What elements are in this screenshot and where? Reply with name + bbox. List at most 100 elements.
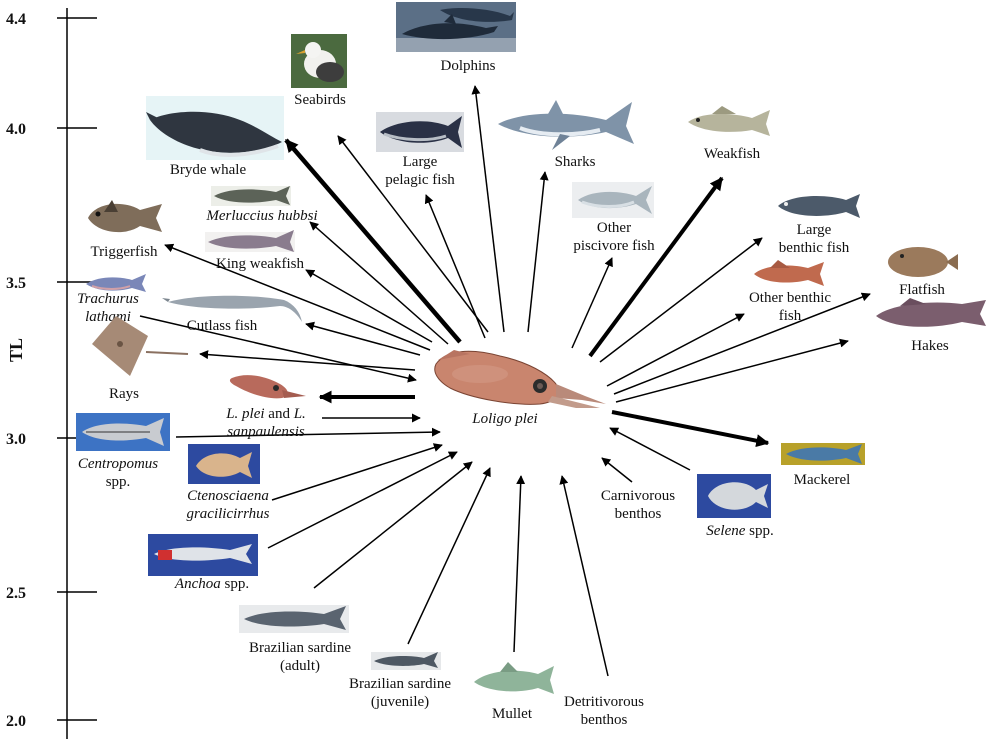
trachurus-image xyxy=(86,274,146,292)
predator-arrows xyxy=(164,85,871,448)
node-flatfish: Flatfish xyxy=(888,247,958,298)
axis-tick-label: 3.0 xyxy=(6,431,26,448)
sardine-adult-label-2: (adult) xyxy=(280,658,320,674)
merluccius-label: Merluccius hubbsi xyxy=(205,208,317,224)
node-sharks: Sharks xyxy=(498,100,634,170)
node-centropomus: Centropomus spp. xyxy=(76,413,170,490)
selene-label: Selene spp. xyxy=(706,523,773,539)
large-benthic-label-2: benthic fish xyxy=(779,240,850,256)
mullet-label: Mullet xyxy=(492,706,533,722)
arrow-to-king-weakfish xyxy=(305,269,433,343)
arrow-to-sharks xyxy=(527,171,549,333)
node-seabirds: Seabirds xyxy=(291,34,347,108)
anchoa-genus: Anchoa xyxy=(174,576,221,592)
node-ctenosciaena: Ctenosciaena gracilicirrhus xyxy=(186,444,270,522)
ctenosciaena-label-1: Ctenosciaena xyxy=(187,488,269,504)
arrow-from-carnivorous-benthos xyxy=(601,457,633,483)
node-selene: Selene spp. xyxy=(697,474,774,539)
hakes-label: Hakes xyxy=(911,338,949,354)
prey-arrows xyxy=(139,315,691,677)
node-l-plei-sanpaulensis: L. plei and L. sanpaulensis xyxy=(225,375,306,440)
ctenosciaena-image xyxy=(188,444,260,484)
arrow-to-hakes xyxy=(615,338,849,403)
king-weakfish-label: King weakfish xyxy=(216,256,304,272)
node-weakfish: Weakfish xyxy=(688,106,770,162)
arrow-from-sardine-juvenile xyxy=(407,467,491,645)
node-rays: Rays xyxy=(92,316,189,402)
king-weakfish-image xyxy=(205,230,295,252)
seabirds-image xyxy=(291,34,347,88)
node-merluccius-hubbsi: Merluccius hubbsi xyxy=(205,186,318,224)
arrow-to-other-piscivore xyxy=(571,257,613,349)
seabirds-label: Seabirds xyxy=(294,92,346,108)
sardine-juvenile-label-1: Brazilian sardine xyxy=(349,676,451,692)
arrow-from-trachurus xyxy=(139,315,417,383)
other-benthic-label-2: fish xyxy=(779,308,802,324)
cutlass-fish-label: Cutlass fish xyxy=(187,318,258,334)
node-other-benthic-fish: Other benthic fish xyxy=(749,260,831,324)
arrow-to-dolphins xyxy=(471,85,505,333)
merluccius-image xyxy=(211,186,291,206)
flatfish-image xyxy=(888,247,958,277)
node-carnivorous-benthos: Carnivorous benthos xyxy=(601,488,675,522)
node-mackerel: Mackerel xyxy=(781,443,865,488)
flatfish-label: Flatfish xyxy=(899,282,945,298)
arrow-from-detritivorous-benthos xyxy=(559,475,609,677)
tl-axis: 4.4 4.0 3.5 3.0 2.5 2.0 TL xyxy=(6,8,97,739)
l-plei-label-2: sanpaulensis xyxy=(227,424,305,440)
arrow-from-selene xyxy=(609,427,691,471)
sardine-juvenile-label-2: (juvenile) xyxy=(371,694,429,710)
sardine-juvenile-image xyxy=(371,652,441,670)
axis-title: TL xyxy=(6,338,26,362)
small-squid-image xyxy=(229,375,306,399)
l-plei-and: and xyxy=(265,406,294,422)
arrow-to-cutlass-fish xyxy=(305,321,421,356)
centropomus-label-1: Centropomus xyxy=(78,456,158,472)
l-plei-label-1: L. plei and L. xyxy=(225,406,306,422)
node-sardine-adult: Brazilian sardine (adult) xyxy=(239,605,351,674)
weakfish-label: Weakfish xyxy=(704,146,761,162)
selene-image xyxy=(697,474,771,518)
detritivorous-label-1: Detritivorous xyxy=(564,694,644,710)
loligo-plei-node: Loligo plei xyxy=(434,350,606,427)
node-hakes: Hakes xyxy=(876,298,986,354)
anchoa-label: Anchoa spp. xyxy=(174,576,249,592)
node-mullet: Mullet xyxy=(474,662,554,722)
bryde-whale-label: Bryde whale xyxy=(170,162,247,178)
mackerel-image xyxy=(781,443,865,465)
l-sanpaulensis-genus: L. xyxy=(293,406,306,422)
node-anchoa: Anchoa spp. xyxy=(148,534,258,592)
loligo-plei-label: Loligo plei xyxy=(471,411,537,427)
arrow-from-mullet xyxy=(513,475,526,653)
rays-image xyxy=(92,316,189,376)
anchoa-spp: spp. xyxy=(221,576,249,592)
arrow-to-bryde-whale xyxy=(284,138,462,344)
other-piscivore-image xyxy=(572,182,654,218)
centropomus-label-2: spp. xyxy=(106,474,131,490)
large-pelagic-fish-image xyxy=(376,112,464,152)
node-sardine-juvenile: Brazilian sardine (juvenile) xyxy=(349,652,451,710)
axis-tick-label: 3.5 xyxy=(6,275,26,292)
arrow-from-sardine-adult xyxy=(313,461,473,589)
cutlass-fish-image xyxy=(162,295,302,322)
arrow-to-flatfish xyxy=(613,292,871,395)
dolphins-image xyxy=(396,2,516,52)
axis-tick-label: 4.0 xyxy=(6,121,26,138)
node-dolphins: Dolphins xyxy=(396,2,516,74)
arrow-to-merluccius xyxy=(309,221,449,345)
squid-image xyxy=(434,350,606,408)
axis-tick-label: 2.5 xyxy=(6,585,26,602)
node-king-weakfish: King weakfish xyxy=(205,230,304,272)
other-benthic-image xyxy=(754,260,824,286)
node-other-piscivore-fish: Other piscivore fish xyxy=(572,182,655,254)
arrow-from-centropomus xyxy=(175,427,441,438)
rays-label: Rays xyxy=(109,386,139,402)
l-plei-name: L. plei xyxy=(225,406,264,422)
triggerfish-image xyxy=(88,200,162,233)
large-pelagic-fish-label-2: pelagic fish xyxy=(385,172,455,188)
arrow-to-mackerel xyxy=(611,410,770,448)
node-triggerfish: Triggerfish xyxy=(88,200,162,260)
arrow-to-triggerfish xyxy=(164,243,431,351)
axis-tick-label: 4.4 xyxy=(6,11,26,28)
